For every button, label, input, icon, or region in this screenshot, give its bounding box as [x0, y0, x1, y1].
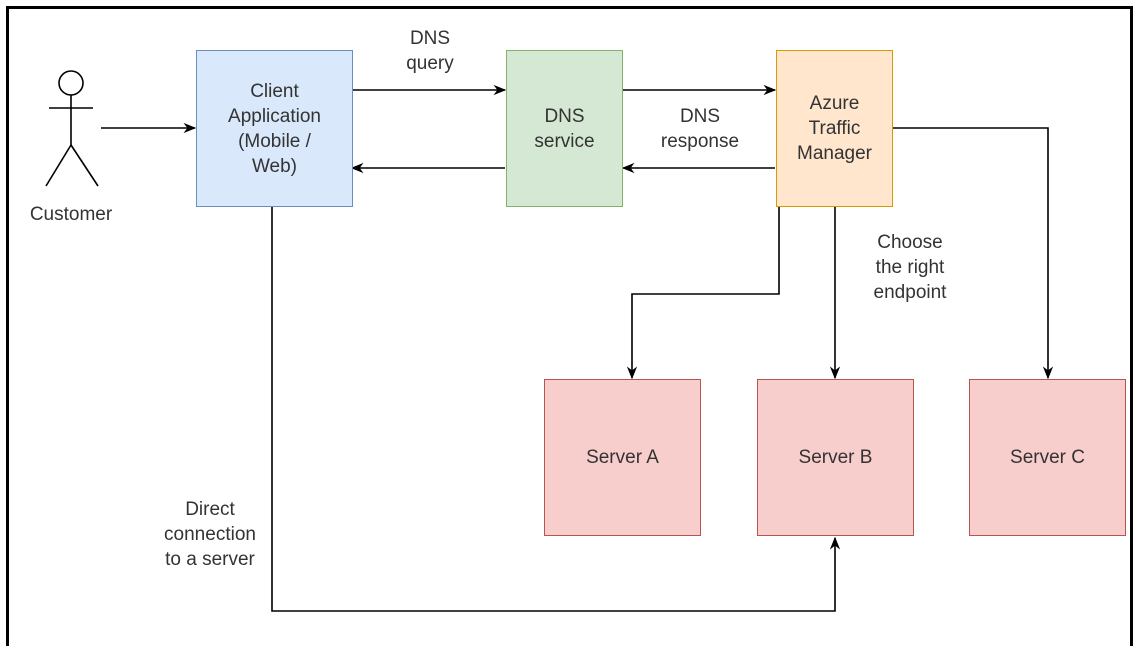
server-c-node[interactable]: Server C — [969, 379, 1126, 536]
customer-actor-icon — [45, 70, 99, 187]
server-b-node[interactable]: Server B — [757, 379, 914, 536]
server-a-node[interactable]: Server A — [544, 379, 701, 536]
client-application-node[interactable]: Client Application (Mobile / Web) — [196, 50, 353, 207]
arrow-client-to-server-b — [271, 206, 841, 612]
azure-traffic-manager-node[interactable]: Azure Traffic Manager — [776, 50, 893, 207]
dns-query-label: DNS query — [406, 28, 454, 74]
arrow-tm-to-server-a — [626, 206, 780, 380]
customer-label: Customer — [29, 204, 113, 225]
choose-endpoint-label: Choose the right endpoint — [873, 232, 947, 303]
diagram-frame — [6, 6, 1133, 646]
arrow-tm-to-server-c — [892, 127, 1054, 380]
direct-connection-label: Direct connection to a server — [164, 499, 256, 570]
dns-response-label: DNS response — [660, 106, 740, 152]
dns-service-node[interactable]: DNS service — [506, 50, 623, 207]
